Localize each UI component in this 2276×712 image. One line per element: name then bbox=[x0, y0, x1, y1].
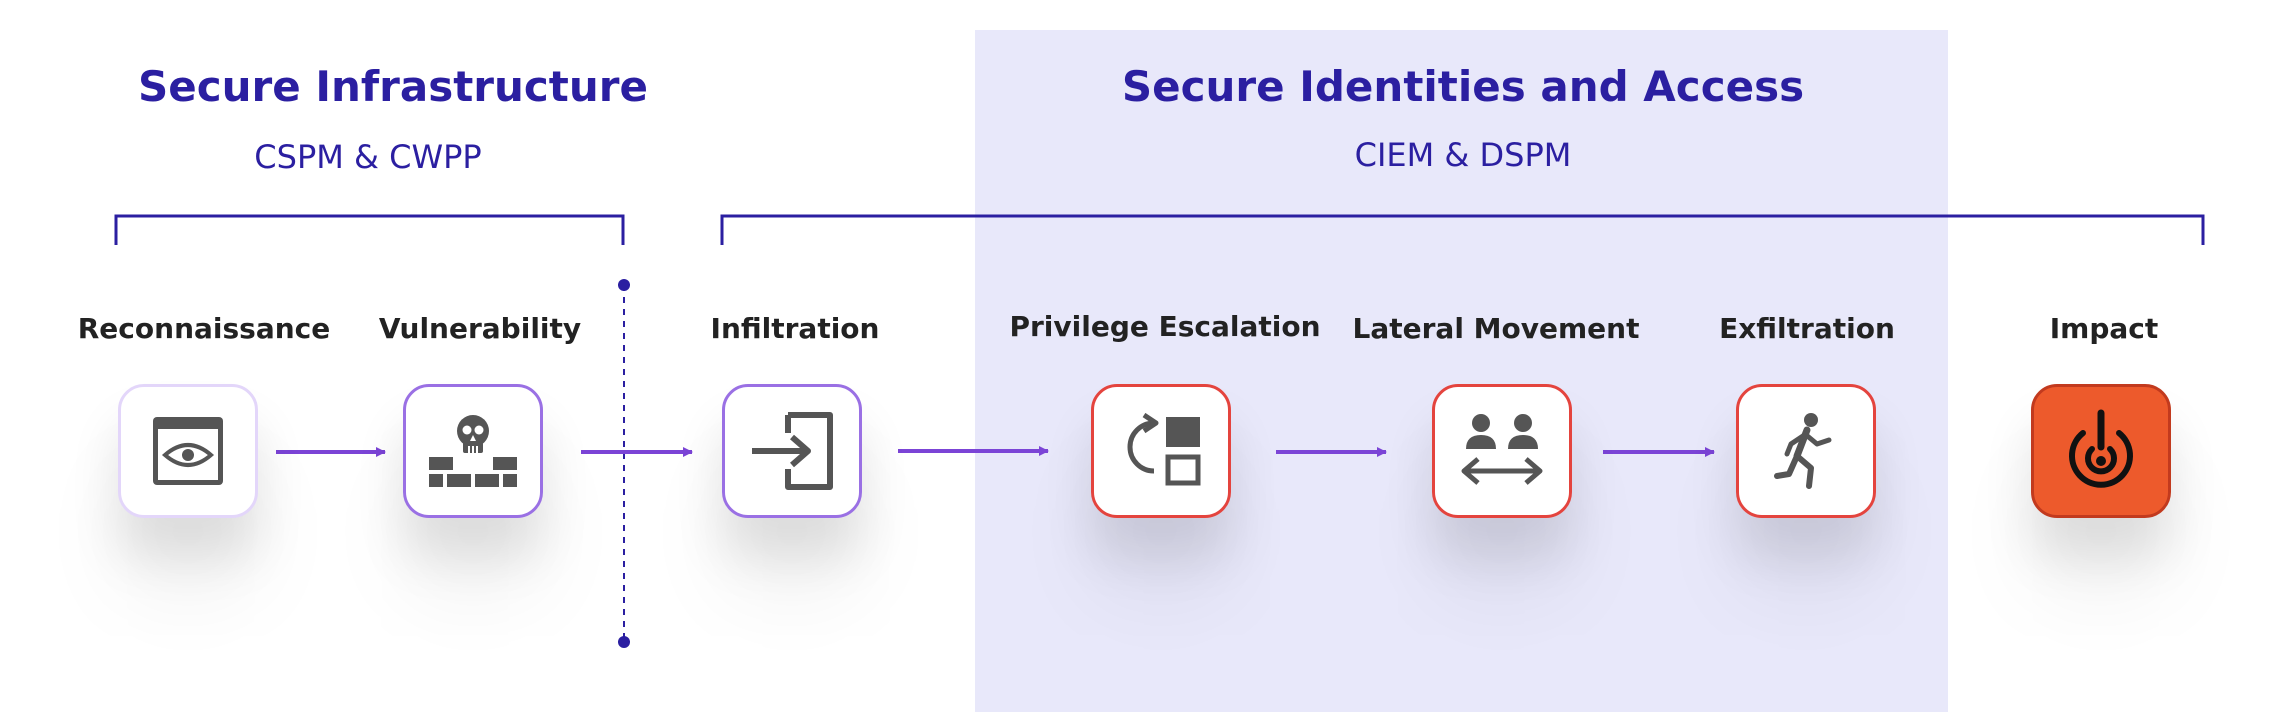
stage-tile-vulnerability bbox=[403, 384, 543, 518]
stage-label-privilege-escalation: Privilege Escalation bbox=[1009, 310, 1321, 343]
users-arrows-icon bbox=[1461, 414, 1543, 485]
stage-divider bbox=[618, 279, 630, 648]
section-subtitle-infrastructure: CSPM & CWPP bbox=[254, 138, 482, 176]
target-alert-icon bbox=[2069, 409, 2133, 488]
stage-label-infiltration: Infiltration bbox=[710, 312, 880, 345]
bracket-identities bbox=[720, 214, 2205, 245]
section-subtitle-identities: CIEM & DSPM bbox=[1354, 136, 1572, 174]
section-title-identities: Secure Identities and Access bbox=[1121, 62, 1805, 111]
bracket-infrastructure bbox=[114, 214, 625, 245]
stage-label-vulnerability: Vulnerability bbox=[378, 312, 582, 345]
sign-in-icon bbox=[752, 412, 833, 490]
stage-tile-lateral-movement bbox=[1432, 384, 1572, 518]
stage-tile-privilege-escalation bbox=[1091, 384, 1231, 518]
stage-label-exfiltration: Exfiltration bbox=[1719, 312, 1895, 345]
privilege-escalation-icon bbox=[1127, 413, 1201, 486]
stage-tile-exfiltration bbox=[1736, 384, 1876, 518]
stage-label-lateral-movement: Lateral Movement bbox=[1352, 312, 1640, 345]
browser-eye-icon bbox=[153, 417, 223, 485]
stage-tile-impact bbox=[2031, 384, 2171, 518]
identities-highlight-band bbox=[975, 30, 1948, 712]
section-title-infrastructure: Secure Infrastructure bbox=[138, 62, 648, 111]
skull-wall-icon bbox=[429, 415, 517, 487]
stage-tile-reconnaissance bbox=[118, 384, 258, 518]
stage-tile-infiltration bbox=[722, 384, 862, 518]
running-person-icon bbox=[1774, 413, 1832, 489]
stage-label-reconnaissance: Reconnaissance bbox=[77, 312, 331, 345]
stage-label-impact: Impact bbox=[2049, 312, 2159, 345]
